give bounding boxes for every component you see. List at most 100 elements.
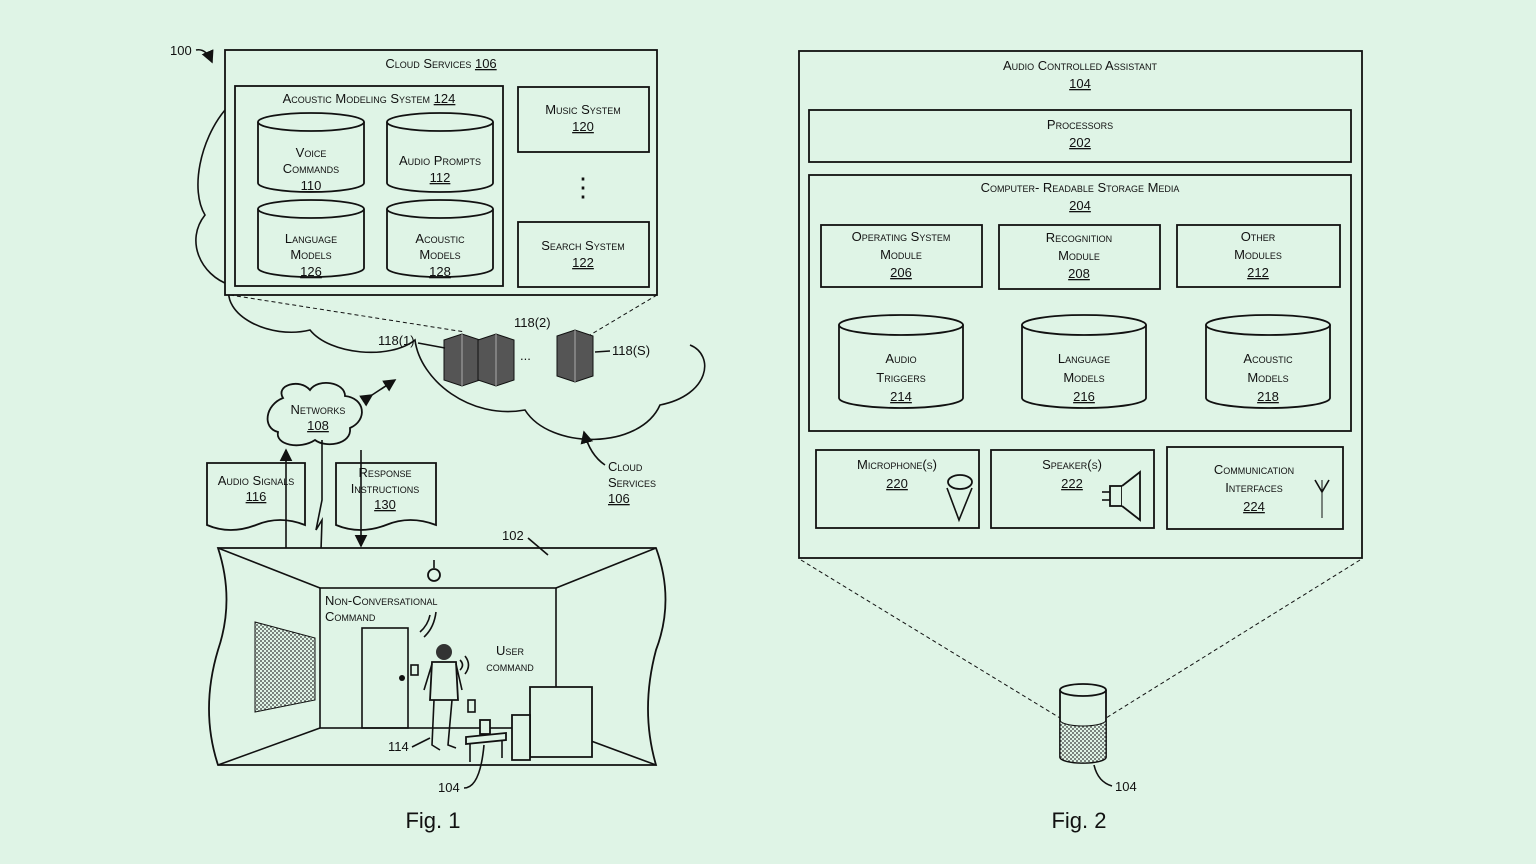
processors-ref: 202: [1069, 135, 1091, 150]
system-ref: 100: [170, 43, 192, 58]
figure-1: 100 Cloud Services 106 Acoustic Modeling…: [170, 43, 706, 833]
svg-text:Models: Models: [290, 247, 331, 262]
cloud-label-line1: Cloud: [608, 459, 643, 474]
server-icon: [443, 333, 481, 387]
storage-ref: 204: [1069, 198, 1091, 213]
svg-text:Microphone(s): Microphone(s): [857, 457, 937, 472]
svg-text:212: 212: [1247, 265, 1269, 280]
music-system-ref: 120: [572, 119, 594, 134]
database-voice-commands: Voice Commands 110: [257, 112, 365, 193]
response-ref: 130: [374, 497, 396, 512]
non-conversational-line2: Command: [325, 609, 376, 624]
search-system-ref: 122: [572, 255, 594, 270]
database-language-models: Language Models 126: [257, 199, 365, 279]
svg-text:Modules: Modules: [1234, 247, 1282, 262]
svg-text:Recognition: Recognition: [1046, 230, 1112, 245]
svg-text:Audio Prompts: Audio Prompts: [399, 153, 481, 168]
response-line1: Response: [359, 465, 412, 480]
system-ref-arrow: [195, 48, 214, 64]
svg-text:Module: Module: [880, 247, 922, 262]
server-ref-s: 118(S): [612, 343, 650, 358]
fig2-caption: Fig. 2: [1051, 808, 1106, 833]
svg-text:Models: Models: [419, 247, 460, 262]
store-language-models: Language Models 216: [1021, 314, 1147, 409]
music-system-box: [517, 86, 650, 153]
io-speakers: Speaker(s) 222: [990, 449, 1155, 529]
assistant-ref: 104: [1069, 76, 1091, 91]
non-conversational-line1: Non-Conversational: [325, 593, 437, 608]
svg-text:206: 206: [890, 265, 912, 280]
networks-label: Networks: [291, 402, 346, 417]
search-system-label: Search System: [541, 238, 624, 253]
acoustic-modeling-system-title: Acoustic Modeling System 124: [283, 91, 456, 106]
svg-text:126: 126: [300, 264, 322, 279]
svg-text:208: 208: [1068, 266, 1090, 281]
networks-ref: 108: [307, 418, 329, 433]
user-command-line2: command: [486, 659, 534, 674]
svg-text:222: 222: [1061, 476, 1083, 491]
database-acoustic-models: Acoustic Models 128: [386, 199, 494, 279]
svg-text:216: 216: [1073, 389, 1095, 404]
svg-text:Operating System: Operating System: [852, 229, 951, 244]
store-acoustic-models: Acoustic Models 218: [1205, 314, 1331, 409]
server-ref-2: 118(2): [514, 315, 551, 330]
io-microphones: Microphone(s) 220: [815, 449, 980, 529]
svg-text:Commands: Commands: [283, 161, 339, 176]
cloud-label-ref: 106: [608, 491, 630, 506]
svg-text:Language: Language: [1058, 351, 1110, 366]
svg-text:220: 220: [886, 476, 908, 491]
music-system-label: Music System: [545, 102, 621, 117]
svg-text:214: 214: [890, 389, 912, 404]
vertical-ellipsis: ⋮: [570, 172, 596, 202]
audio-signals-doc: [206, 462, 306, 531]
user-ref: 114: [388, 739, 409, 754]
microphone-icon: [946, 474, 973, 523]
svg-text:Interfaces: Interfaces: [1225, 480, 1283, 495]
store-audio-triggers: Audio Triggers 214: [838, 314, 964, 409]
assistant-title: Audio Controlled Assistant: [1003, 58, 1158, 73]
server-ref-1: 118(1): [378, 333, 415, 348]
room-ref: 102: [502, 528, 524, 543]
wireless-signal: [315, 440, 323, 581]
audio-signals-label: Audio Signals: [218, 473, 294, 488]
server-icon: [477, 333, 515, 387]
svg-text:Acoustic: Acoustic: [1243, 351, 1293, 366]
svg-text:224: 224: [1243, 499, 1265, 514]
room: [208, 547, 667, 766]
storage-label: Computer- Readable Storage Media: [981, 180, 1180, 195]
processors-box: [808, 109, 1352, 163]
svg-text:Communication: Communication: [1214, 462, 1294, 477]
database-audio-prompts: Audio Prompts 112: [386, 112, 494, 193]
user-command-line1: User: [496, 643, 524, 658]
module-operating-system: Operating System Module 206: [820, 224, 983, 288]
svg-text:Acoustic: Acoustic: [415, 231, 465, 246]
svg-text:Voice: Voice: [296, 145, 327, 160]
cloud-services-title: Cloud Services 106: [385, 56, 496, 71]
svg-text:110: 110: [301, 178, 322, 193]
device-ref-fig2: 104: [1115, 779, 1137, 794]
assistant-device-icon: [1059, 683, 1107, 764]
svg-text:Speaker(s): Speaker(s): [1042, 457, 1102, 472]
projection-line-right: [1105, 559, 1361, 719]
audio-signals-ref: 116: [246, 489, 267, 504]
projection-line-left: [229, 294, 466, 333]
search-system-box: [517, 221, 650, 288]
antenna-icon: [1314, 479, 1330, 518]
fig1-caption: Fig. 1: [405, 808, 460, 833]
svg-text:Models: Models: [1063, 370, 1104, 385]
response-line2: Instructions: [351, 481, 420, 496]
projection-line-right: [589, 294, 658, 336]
speaker-icon: [1102, 470, 1141, 522]
svg-text:128: 128: [429, 264, 451, 279]
svg-text:Other: Other: [1241, 229, 1276, 244]
svg-text:Language: Language: [285, 231, 337, 246]
svg-text:Models: Models: [1247, 370, 1288, 385]
cloud-label-line2: Services: [608, 475, 656, 490]
server-icon: [556, 329, 594, 383]
processors-label: Processors: [1047, 117, 1113, 132]
io-communication: Communication Interfaces 224: [1166, 446, 1344, 530]
device-ref-fig1: 104: [438, 780, 460, 795]
svg-text:Audio: Audio: [885, 351, 916, 366]
